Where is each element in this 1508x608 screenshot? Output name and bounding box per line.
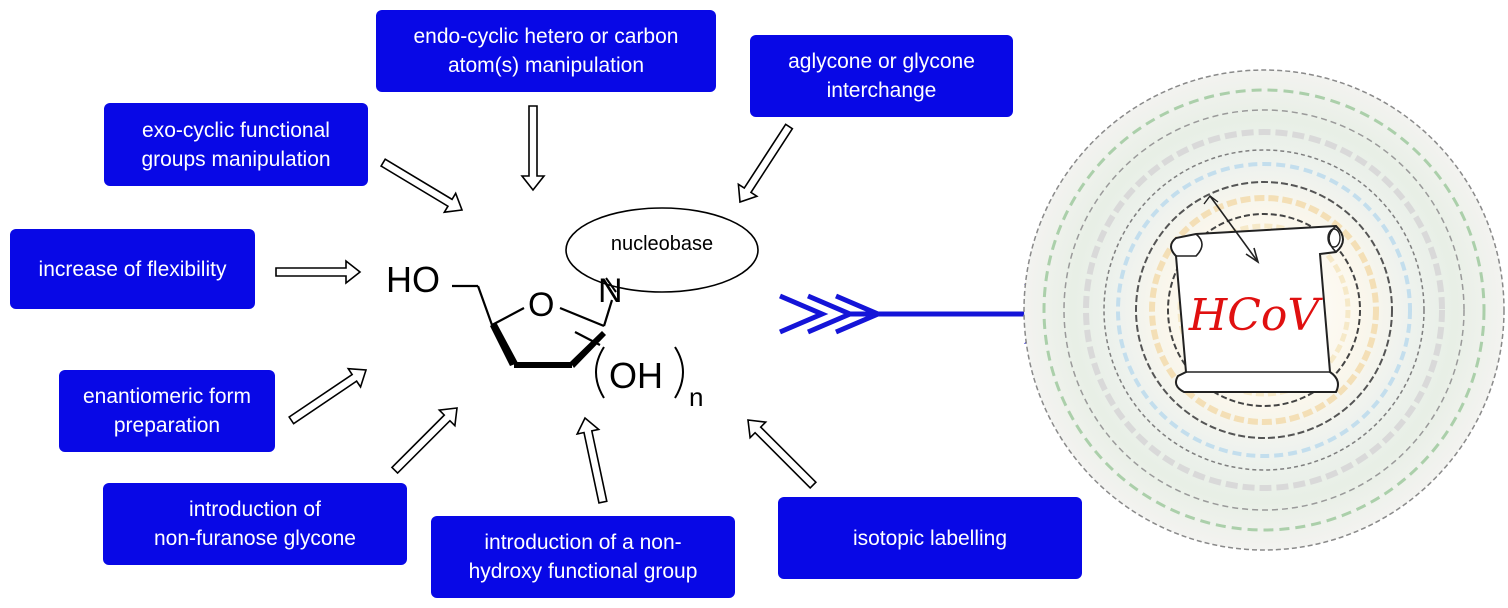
nitrogen-label: N — [598, 272, 623, 310]
hollow-arrow-icon — [379, 158, 464, 214]
hollow-arrow-icon — [390, 407, 458, 475]
box-non-furanose-label: introduction of non-furanose glycone — [154, 498, 356, 550]
box-flexibility: increase of flexibility — [10, 229, 255, 309]
box-endo-cyclic-label: endo-cyclic hetero or carbon atom(s) man… — [413, 25, 679, 77]
nucleoside-structure: nucleobase HO O N OH n — [386, 207, 759, 412]
box-enantiomeric: enantiomeric form preparation — [59, 370, 275, 452]
hollow-arrow-icon — [288, 367, 368, 425]
ho-label: HO — [386, 259, 440, 300]
scroll-icon: HCoV — [1170, 195, 1344, 393]
oh-label: OH — [609, 355, 663, 396]
box-aglycone-label: aglycone or glycone interchange — [788, 50, 975, 102]
box-isotopic: isotopic labelling — [778, 497, 1082, 579]
box-non-hydroxy-label: introduction of a non- hydroxy functiona… — [468, 531, 698, 583]
box-exo-cyclic-label: exo-cyclic functional groups manipulatio… — [141, 118, 331, 171]
ring-oxygen-label: O — [528, 286, 554, 324]
hollow-arrow-icon — [275, 259, 362, 285]
hollow-arrow-icon — [747, 419, 818, 490]
box-non-hydroxy: introduction of a non- hydroxy functiona… — [431, 516, 735, 598]
box-enantiomeric-label: enantiomeric form preparation — [82, 385, 252, 437]
subscript-n-label: n — [689, 382, 703, 412]
hollow-arrow-icon — [520, 105, 546, 192]
hollow-arrow-icon — [575, 416, 608, 504]
box-endo-cyclic: endo-cyclic hetero or carbon atom(s) man… — [376, 10, 716, 92]
box-flexibility-label: increase of flexibility — [38, 257, 227, 281]
hollow-arrow-icon — [737, 123, 794, 204]
box-aglycone: aglycone or glycone interchange — [750, 35, 1013, 117]
target-label: HCoV — [1188, 290, 1324, 341]
nucleobase-ellipse — [565, 207, 759, 293]
nucleobase-label: nucleobase — [611, 233, 713, 255]
box-non-furanose: introduction of non-furanose glycone — [103, 483, 407, 565]
box-exo-cyclic: exo-cyclic functional groups manipulatio… — [104, 103, 368, 186]
box-isotopic-label: isotopic labelling — [852, 526, 1008, 550]
triple-chevron-arrow-icon — [779, 293, 1060, 335]
